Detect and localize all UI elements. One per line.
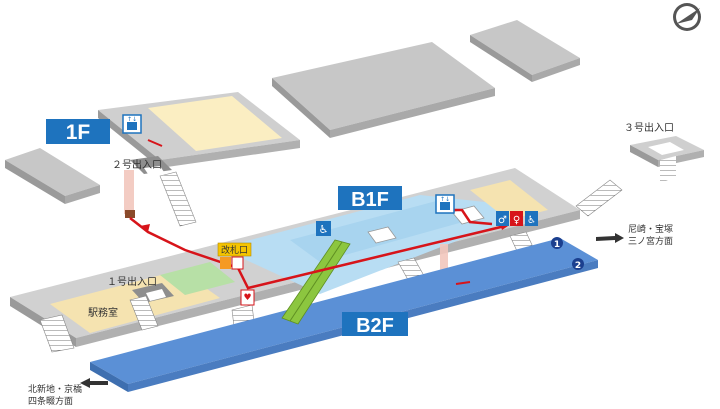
svg-text:♀: ♀ (513, 215, 520, 226)
compass-icon (673, 3, 701, 31)
floor-label-b2f: B2F (356, 315, 394, 337)
fire-extinguisher-icon (220, 256, 244, 270)
floor-tag-b2f: B2F (342, 312, 408, 337)
svg-text:♿: ♿ (319, 223, 329, 236)
wheelchair-icon: ♿ (525, 211, 538, 226)
escalator-icon (281, 239, 351, 325)
floor-1f (98, 92, 300, 174)
exit3-label: ３号出入口 (624, 121, 674, 134)
track-badge-2: 2 (572, 258, 584, 271)
track-2-label: 2 (575, 261, 581, 271)
west-direction-line1: 北新地・京橋 (28, 383, 82, 395)
aed-icon: ♥ (240, 289, 255, 306)
west-direction-line2: 四条畷方面 (28, 395, 73, 407)
exit2-label: ２号出入口 (112, 158, 162, 171)
svg-text:↑↓: ↑↓ (440, 196, 450, 203)
east-direction-line1: 尼崎・宝塚 (628, 223, 673, 235)
ticket-gate-tag: 改札口 (217, 242, 252, 257)
exit1-label: １号出入口 (107, 275, 157, 288)
elevator-icon: ↑↓ (435, 194, 455, 214)
floor-label-1f: 1F (66, 121, 91, 144)
restroom-icon: ♂ ♀ (496, 211, 523, 226)
wheelchair-icon: ♿ (316, 221, 331, 236)
east-direction-line2: 三ノ宮方面 (628, 235, 673, 247)
station-office-label: 駅務室 (88, 306, 118, 319)
svg-text:↑↓: ↑↓ (127, 116, 137, 123)
floor-tag-b1f: B1F (338, 186, 402, 211)
ticket-gate-label: 改札口 (221, 244, 248, 256)
surface-buildings (5, 20, 580, 204)
direction-west: 北新地・京橋 四条畷方面 (28, 378, 108, 407)
direction-east: 尼崎・宝塚 三ノ宮方面 (596, 223, 673, 247)
floor-label-b1f: B1F (351, 189, 389, 211)
track-badge-1: 1 (551, 237, 563, 250)
floor-tag-1f: 1F (46, 119, 110, 144)
svg-text:♂: ♂ (498, 215, 507, 226)
exit3-structure (630, 136, 704, 182)
elevator-icon: ↑↓ (122, 114, 142, 134)
track-1-label: 1 (554, 240, 560, 250)
svg-text:♥: ♥ (243, 293, 251, 303)
svg-text:♿: ♿ (527, 215, 536, 226)
